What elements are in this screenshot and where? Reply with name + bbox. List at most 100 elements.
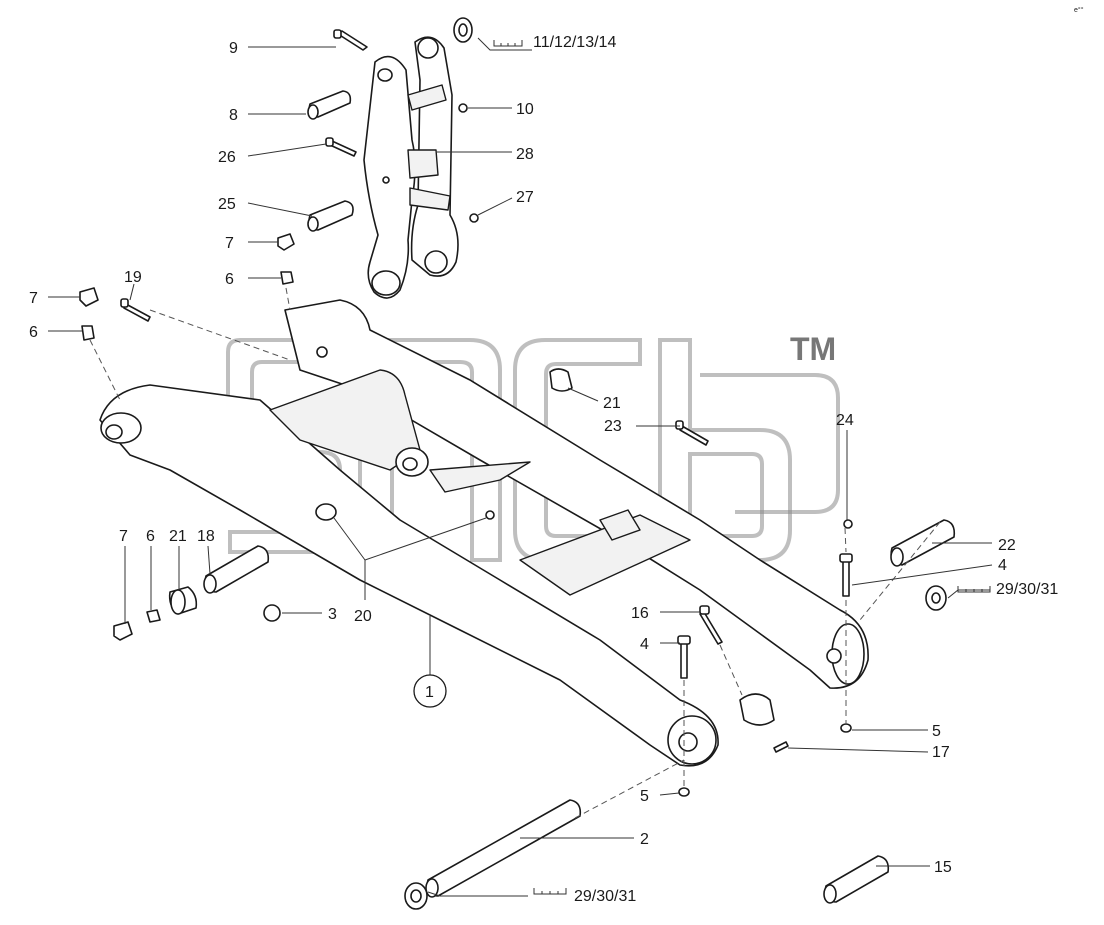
fitting-6-c (146, 609, 161, 623)
nut-10 (458, 103, 468, 113)
boom-near-arm-bore (678, 732, 698, 752)
bolt-4-a (842, 559, 850, 597)
bolt-16-head (699, 605, 710, 615)
link-crossbar (407, 84, 447, 111)
lower-left-parts (113, 545, 281, 641)
link-upper-eye (377, 68, 393, 82)
pin-2 (426, 799, 582, 897)
link-bottom-bore (424, 250, 448, 274)
callout-label: 17 (932, 744, 950, 761)
nut-5-b (678, 787, 690, 797)
callout-label: 25 (218, 196, 236, 213)
pin-25-end (307, 216, 319, 232)
pin-15-end (823, 884, 837, 904)
bolt-19-head (120, 298, 129, 308)
callout-label: 24 (836, 412, 854, 429)
pin-18-end (203, 574, 217, 594)
corner-mark: e°° (1074, 6, 1084, 14)
callout-label: 23 (604, 418, 622, 435)
boom-cross-beam (519, 514, 691, 596)
linkage-assembly (363, 36, 459, 299)
callout-label: 26 (218, 149, 236, 166)
callout-label: 15 (934, 859, 952, 876)
reference-brackets (493, 40, 991, 895)
callout-label: 5 (932, 723, 941, 740)
callout-label: 16 (631, 605, 649, 622)
link-center-pivot (407, 149, 439, 179)
link-mid-hole (382, 176, 390, 184)
boom-grease-point (485, 510, 495, 520)
boom-near-arm (99, 384, 719, 767)
cap-7-a (277, 233, 295, 251)
link-top-bore (417, 37, 439, 59)
assembly-axis-lines (89, 287, 941, 819)
link-lower-bar (409, 187, 451, 211)
callout-label: 5 (640, 788, 649, 805)
boom-lower-hole (315, 503, 337, 521)
fitting-6-b (81, 325, 95, 341)
pin-22-end (890, 547, 904, 567)
boom-cross-beam-top (599, 509, 641, 541)
bushing-21-a (549, 368, 573, 392)
bolt-9 (337, 30, 368, 51)
fitting-6-a (280, 271, 294, 285)
bolt-4-b (680, 641, 688, 679)
boom-crank-pivot-bore (402, 457, 418, 471)
bolt-16 (699, 611, 723, 645)
watermark-letter-m (358, 338, 502, 562)
callout-label: 28 (516, 146, 534, 163)
callout-label: 7 (225, 235, 234, 252)
callout-label: 4 (640, 636, 649, 653)
callout-label: 11/12/13/14 (533, 34, 616, 51)
pin-17 (773, 741, 789, 753)
bracket-29-31-a (957, 586, 991, 593)
boom-pivot-bore (105, 424, 123, 440)
callout-labels: 9 8 26 25 7 6 7 6 19 10 28 27 11/12/13/1… (29, 34, 1058, 905)
callout-label: 20 (354, 608, 372, 625)
cap-7-c (113, 621, 133, 641)
callout-label: 10 (516, 101, 534, 118)
callout-label: 9 (229, 40, 238, 57)
boom-gusset (429, 461, 531, 493)
pin-8-end (307, 104, 319, 120)
washer-29-a-hole (931, 592, 941, 604)
callout-label: 7 (29, 290, 38, 307)
bolt-26-head (325, 137, 334, 147)
callout-label: 29/30/31 (574, 888, 636, 905)
callout-label: 19 (124, 269, 142, 286)
nut-24 (843, 519, 853, 529)
plug-3 (263, 604, 281, 622)
bolt-4-a-head (839, 553, 853, 563)
watermark-letter-d (658, 338, 792, 562)
callout-label: 4 (998, 557, 1007, 574)
callout-label: 29/30/31 (996, 581, 1058, 598)
bracket-11-14 (493, 40, 523, 47)
link-plate-front (363, 55, 416, 299)
boom-upper-stub (316, 346, 328, 358)
bolt-26 (329, 140, 357, 157)
callout-label: 22 (998, 537, 1016, 554)
watermark-letter-p (700, 373, 840, 514)
link-lower-eye (371, 270, 401, 296)
bracket-29-31-b (533, 888, 567, 895)
callout-label: 18 (197, 528, 215, 545)
bolt-23-head (675, 420, 684, 430)
washer-29-b-hole (410, 889, 422, 903)
callout-label: 21 (603, 395, 621, 412)
bushing-right (739, 693, 775, 726)
callout-label: 3 (328, 606, 337, 623)
right-side-parts (404, 368, 956, 910)
callout-label: 21 (169, 528, 187, 545)
upper-small-parts (79, 17, 479, 341)
callout-label: 7 (119, 528, 128, 545)
watermark-trademark: TM (790, 331, 836, 367)
leader-lines (48, 37, 993, 897)
washer-11-hole (458, 23, 468, 37)
boom-far-arm (284, 299, 869, 689)
callout-label: 27 (516, 189, 534, 206)
bushing-21-b-end (170, 589, 186, 615)
cap-7-b (79, 287, 99, 307)
callout-1-circle (413, 674, 447, 708)
